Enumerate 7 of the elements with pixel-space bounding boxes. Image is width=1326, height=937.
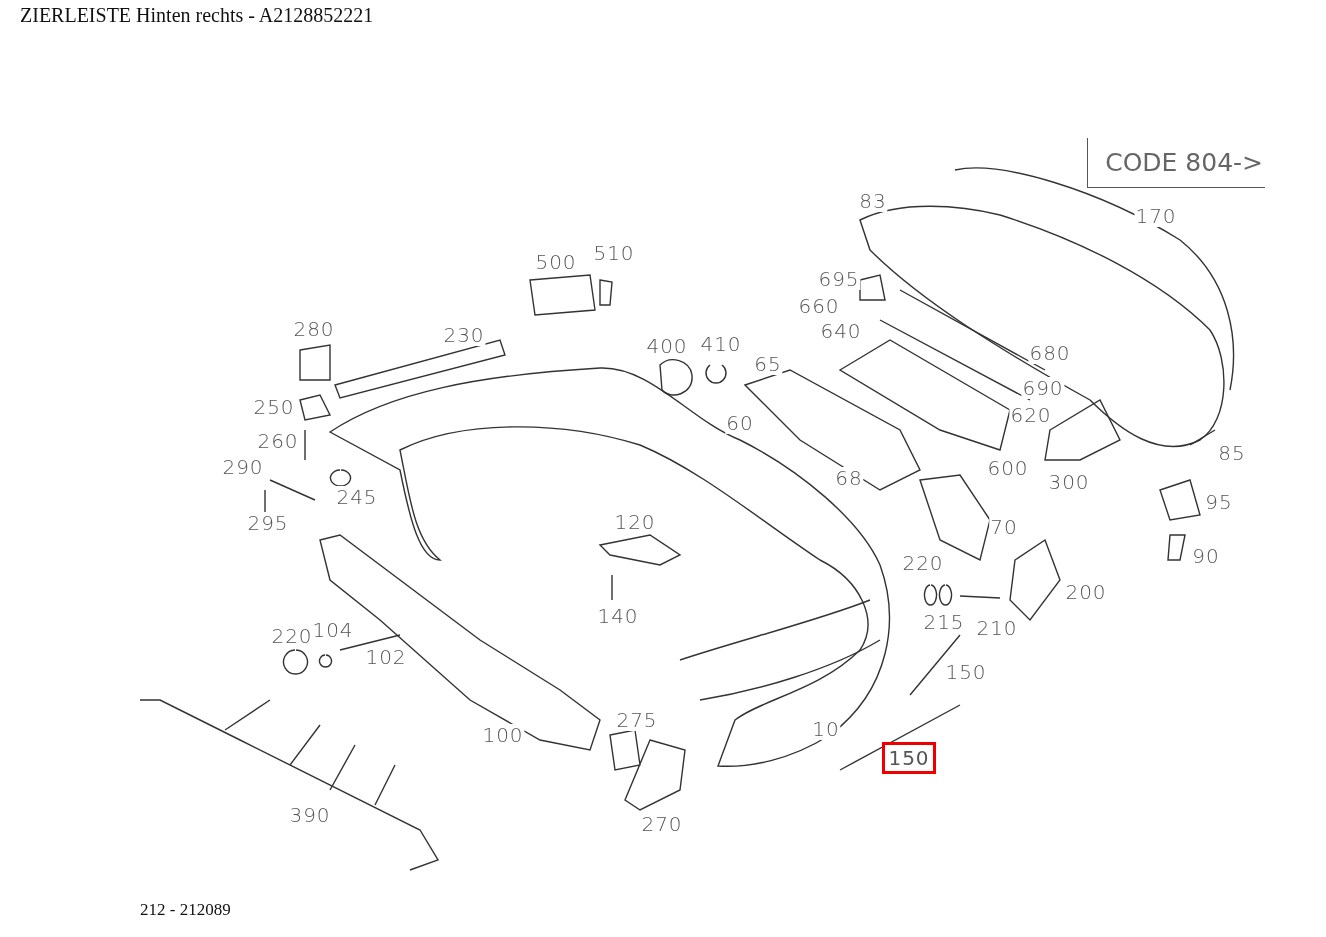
callout-number: 150 — [888, 746, 930, 770]
caption: 212 - 212089 — [140, 900, 231, 920]
title: ZIERLEISTE Hinten rechts - A2128852221 — [20, 4, 374, 27]
callout-number: 690 — [1021, 377, 1065, 399]
highlight-frame — [882, 742, 936, 774]
note-frame — [1087, 138, 1265, 188]
code-note: CODE 804-> — [1105, 148, 1263, 177]
